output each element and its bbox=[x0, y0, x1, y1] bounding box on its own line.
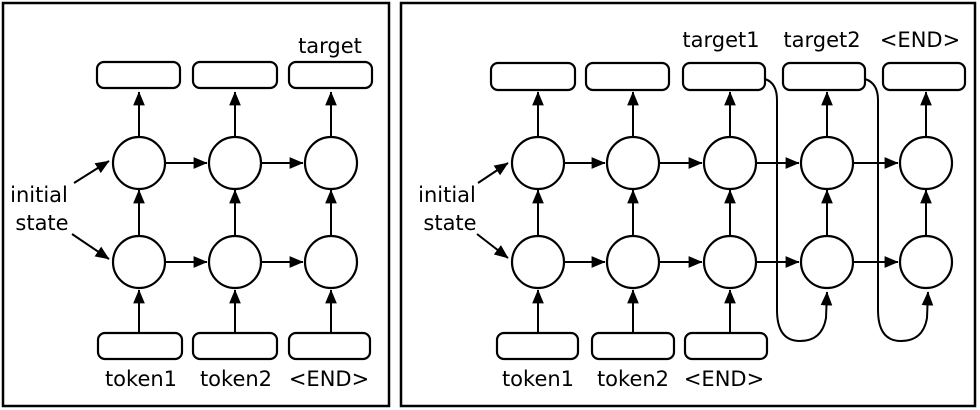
left-target-label: target bbox=[298, 34, 362, 58]
left-input-label-1: token1 bbox=[105, 367, 177, 391]
rnn-cell bbox=[303, 135, 359, 191]
right-output-box-5 bbox=[881, 61, 967, 92]
initial-state-arrow bbox=[73, 160, 110, 184]
right-output-box-2 bbox=[584, 61, 671, 92]
rnn-cell bbox=[510, 135, 566, 191]
left-input-box-2 bbox=[191, 331, 279, 361]
right-output-label-1: target1 bbox=[682, 28, 759, 52]
left-input-box-1 bbox=[96, 331, 184, 361]
rnn-cell bbox=[510, 234, 566, 290]
rnn-cell bbox=[702, 135, 758, 191]
right-input-box-3 bbox=[683, 331, 769, 361]
rnn-cell bbox=[702, 234, 758, 290]
right-output-label-2: target2 bbox=[783, 28, 860, 52]
rnn-cell bbox=[898, 234, 954, 290]
rnn-cell bbox=[207, 135, 263, 191]
initial-state-arrow bbox=[71, 233, 110, 260]
left-output-box-1 bbox=[95, 60, 182, 90]
rnn-cell bbox=[799, 234, 855, 290]
left-panel: target token1 token2 <END> initial state bbox=[1, 1, 391, 408]
left-input-label-2: token2 bbox=[200, 367, 272, 391]
right-output-label-3: <END> bbox=[880, 28, 960, 52]
left-initial-state-label-line2: state bbox=[15, 211, 68, 235]
right-initial-state-label-line1: initial bbox=[418, 183, 476, 207]
left-output-box-3 bbox=[287, 60, 374, 90]
initial-state-arrow bbox=[477, 162, 509, 184]
right-input-box-1 bbox=[495, 331, 580, 361]
feedback-loop-arrow-2 bbox=[864, 78, 934, 343]
left-input-label-3: <END> bbox=[289, 367, 369, 391]
rnn-cell bbox=[605, 234, 661, 290]
rnn-cell bbox=[605, 135, 661, 191]
rnn-cell bbox=[799, 135, 855, 191]
right-initial-state-label-line2: state bbox=[423, 211, 476, 235]
left-input-box-3 bbox=[287, 331, 372, 361]
right-input-box-2 bbox=[590, 331, 676, 361]
right-output-box-4 bbox=[781, 61, 867, 92]
right-panel: target1 target2 <END> token1 token2 <END… bbox=[399, 1, 977, 408]
left-output-box-2 bbox=[191, 60, 279, 90]
right-input-label-3: <END> bbox=[684, 367, 764, 391]
initial-state-arrow bbox=[476, 233, 509, 259]
rnn-cell bbox=[207, 234, 263, 290]
left-initial-state-label-line1: initial bbox=[10, 183, 68, 207]
feedback-loop-arrow-1 bbox=[764, 78, 833, 343]
rnn-cell bbox=[898, 135, 954, 191]
right-input-label-1: token1 bbox=[502, 367, 574, 391]
rnn-cell bbox=[111, 234, 167, 290]
rnn-cell bbox=[111, 135, 167, 191]
rnn-cell bbox=[303, 234, 359, 290]
right-output-box-1 bbox=[489, 61, 577, 92]
right-input-label-2: token2 bbox=[597, 367, 669, 391]
right-output-box-3 bbox=[681, 61, 767, 92]
